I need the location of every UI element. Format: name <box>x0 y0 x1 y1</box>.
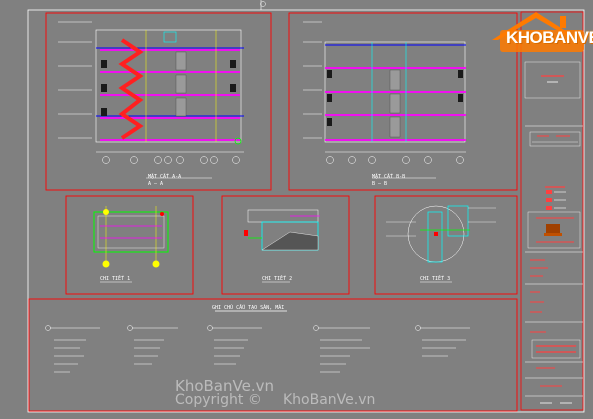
khobanve-logo-icon <box>492 12 584 52</box>
notes-title: GHI CHÚ CẤU TẠO SÀN, MÁI <box>212 305 285 311</box>
logo-text: KHOBANVE <box>506 28 593 47</box>
title-block <box>520 11 584 411</box>
section-aa-title: MẶT CẮT A-A <box>148 174 182 180</box>
sheet-top-circle <box>260 1 266 7</box>
sheet-border <box>27 9 585 413</box>
section-bb-title: MẶT CẮT B-B <box>372 174 406 180</box>
detail-1-title: CHI TIẾT 1 <box>100 276 131 282</box>
watermark-site: KhoBanVe.vn <box>283 392 376 408</box>
detail-2-view <box>221 195 350 295</box>
watermark-copyright: Copyright © <box>175 392 262 408</box>
section-aa-subtitle: A — A <box>148 181 164 187</box>
detail-2-title: CHI TIẾT 2 <box>262 276 293 282</box>
notes-section <box>28 298 518 412</box>
detail-3-title: CHI TIẾT 3 <box>420 276 451 282</box>
watermark-line1: KhoBanVe.vn <box>175 377 274 395</box>
detail-3-view <box>374 195 518 295</box>
section-bb-view <box>288 12 518 191</box>
detail-1-view <box>65 195 194 295</box>
section-bb-subtitle: B — B <box>372 181 388 187</box>
section-aa-view <box>45 12 272 191</box>
